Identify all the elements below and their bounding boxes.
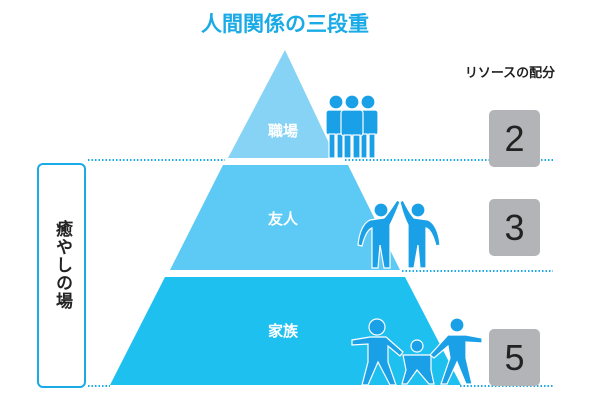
- dotted-dividers: [88, 159, 553, 387]
- resource-value-friends: 3: [489, 199, 540, 256]
- healing-place-bracket: 癒やしの場: [37, 163, 86, 388]
- family-holding-hands-icon: [351, 317, 483, 386]
- tier-middle-friends: [170, 165, 400, 270]
- high-five-friends-icon: [357, 199, 441, 269]
- business-people-icon: [325, 94, 379, 159]
- tier-label-friends: 友人: [267, 210, 298, 228]
- resource-value-workplace: 2: [489, 110, 540, 167]
- side-label: 癒やしの場: [52, 220, 72, 310]
- resource-value-family: 5: [489, 329, 540, 386]
- diagram-title: 人間関係の三段重: [201, 12, 369, 36]
- tier-label-family: 家族: [267, 322, 298, 340]
- tier-top-workplace: [228, 50, 336, 158]
- tier-label-workplace: 職場: [267, 122, 298, 140]
- resource-heading: リソースの配分: [464, 66, 556, 81]
